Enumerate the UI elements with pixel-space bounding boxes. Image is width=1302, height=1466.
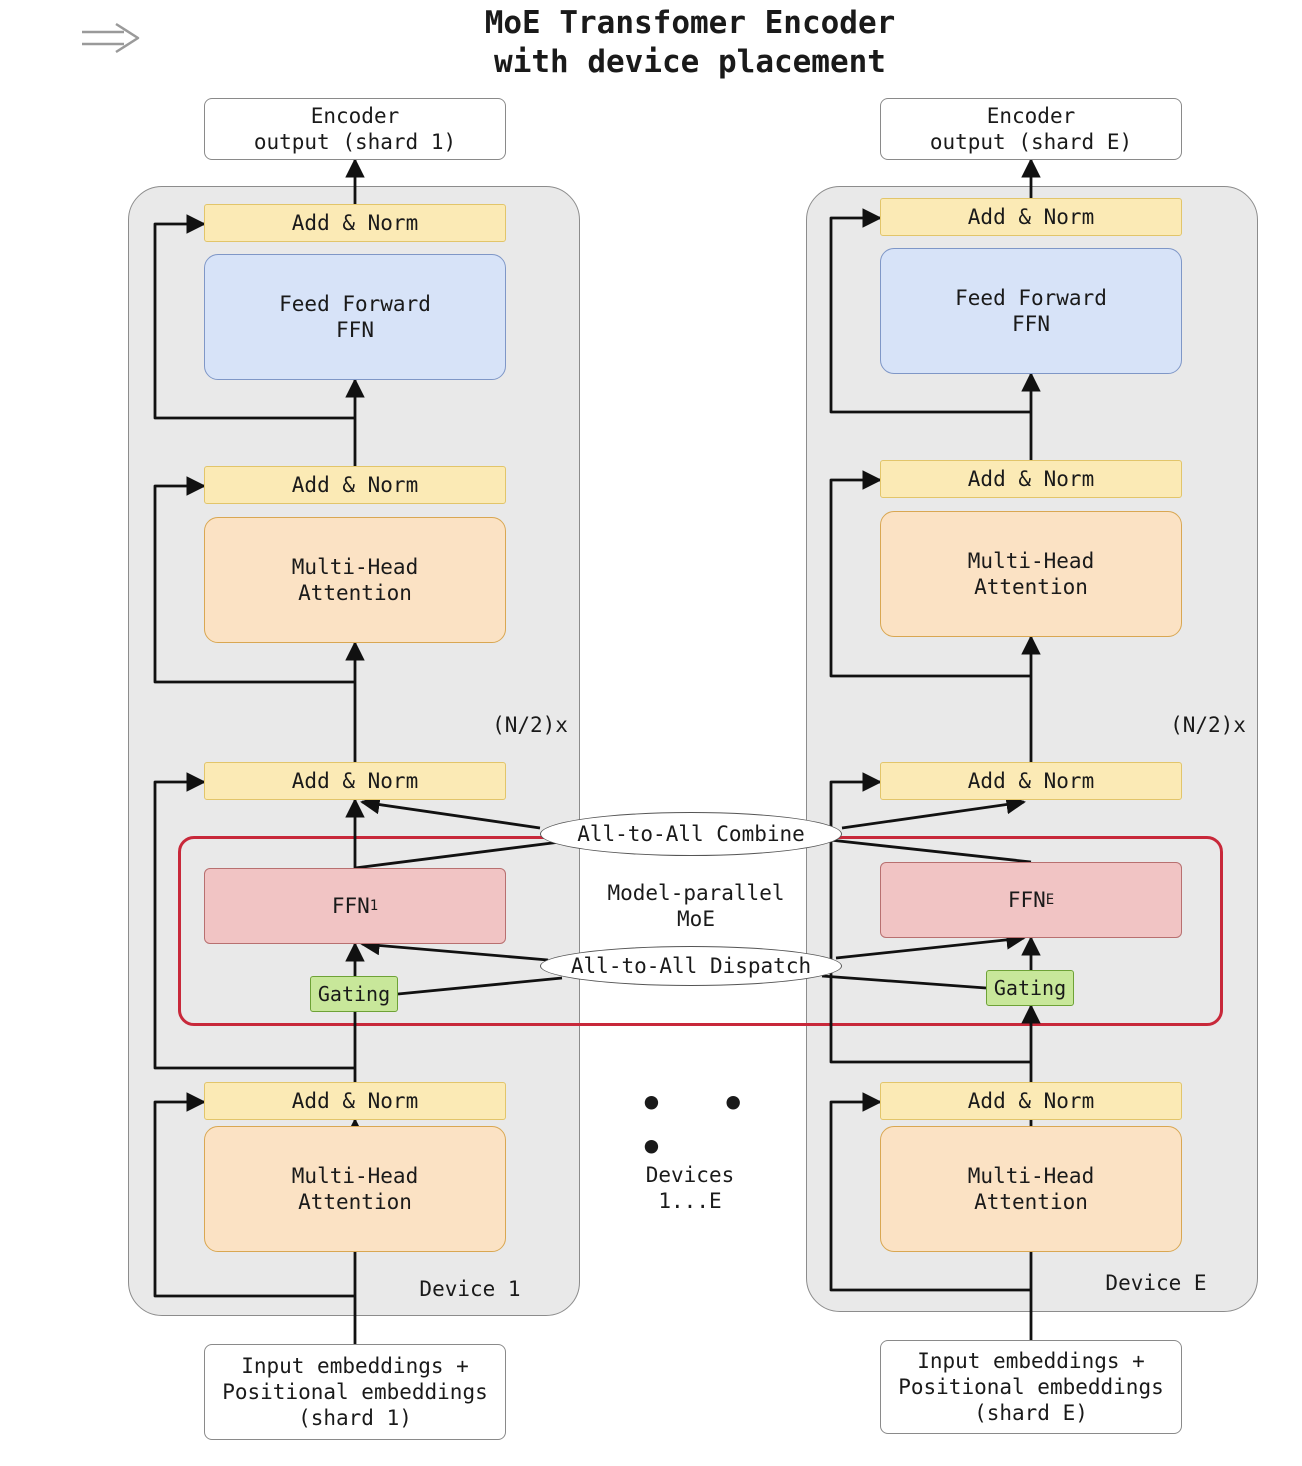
ellipsis-dots: • • • xyxy=(640,1082,763,1170)
expert-ffn-1-subscript: 1 xyxy=(369,898,379,914)
expert-ffn-e-label: FFN xyxy=(1007,888,1046,912)
expert-ffn-1-label: FFN xyxy=(331,894,370,918)
add-norm-bottom-device-1: Add & Norm xyxy=(204,1082,506,1120)
model-parallel-moe-label: Model-parallel MoE xyxy=(607,881,785,931)
add-norm-mid-device-1: Add & Norm xyxy=(204,466,506,504)
encoder-output-shard-1: Encoder output (shard 1) xyxy=(204,98,506,160)
add-norm-moe-device-1: Add & Norm xyxy=(204,762,506,800)
devices-range-label: Devices 1...E xyxy=(645,1163,735,1213)
add-norm-bottom-device-e: Add & Norm xyxy=(880,1082,1182,1120)
add-norm-moe-device-e: Add & Norm xyxy=(880,762,1182,800)
feed-forward-ffn-device-1: Feed Forward FFN xyxy=(204,254,506,380)
expert-ffn-e-subscript: E xyxy=(1045,892,1055,908)
all-to-all-combine: All-to-All Combine xyxy=(540,812,842,856)
multi-head-attention-bottom-device-1: Multi-Head Attention xyxy=(204,1126,506,1252)
repeat-count-device-1: (N/2)x xyxy=(492,713,568,737)
add-norm-top-device-1: Add & Norm xyxy=(204,204,506,242)
repeat-count-device-e: (N/2)x xyxy=(1170,713,1246,737)
device-e-label: Device E xyxy=(1105,1271,1207,1295)
encoder-output-shard-e: Encoder output (shard E) xyxy=(880,98,1182,160)
gating-device-1: Gating xyxy=(310,976,398,1012)
multi-head-attention-top-device-1: Multi-Head Attention xyxy=(204,517,506,643)
double-arrow-right-icon xyxy=(82,22,140,54)
add-norm-top-device-e: Add & Norm xyxy=(880,198,1182,236)
feed-forward-ffn-device-e: Feed Forward FFN xyxy=(880,248,1182,374)
all-to-all-dispatch: All-to-All Dispatch xyxy=(540,946,842,986)
multi-head-attention-top-device-e: Multi-Head Attention xyxy=(880,511,1182,637)
diagram-title: MoE Transfomer Encoder with device place… xyxy=(484,5,896,80)
multi-head-attention-bottom-device-e: Multi-Head Attention xyxy=(880,1126,1182,1252)
add-norm-mid-device-e: Add & Norm xyxy=(880,460,1182,498)
input-embeddings-shard-e: Input embeddings + Positional embeddings… xyxy=(880,1340,1182,1434)
device-1-label: Device 1 xyxy=(419,1277,521,1301)
gating-device-e: Gating xyxy=(986,970,1074,1006)
input-embeddings-shard-1: Input embeddings + Positional embeddings… xyxy=(204,1344,506,1440)
